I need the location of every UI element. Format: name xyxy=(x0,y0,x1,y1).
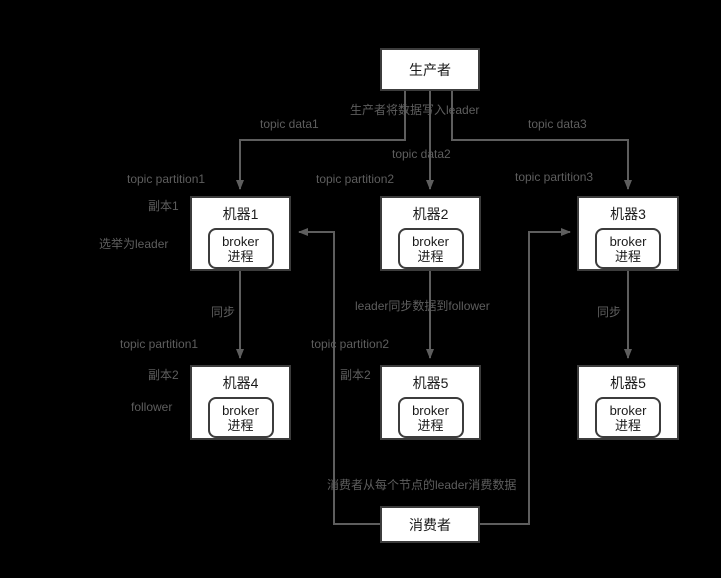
broker-process-line2: 进程 xyxy=(417,417,444,433)
broker-process-box: broker 进程 xyxy=(595,397,661,438)
broker-process-line1: broker xyxy=(609,402,647,418)
edge-label-elected-leader: 选举为leader xyxy=(99,237,169,251)
broker-node-machine5b[interactable]: 机器5 broker 进程 xyxy=(577,365,679,440)
edge-label-topic-partition1-bottom: topic partition1 xyxy=(120,337,199,351)
broker-process-line2: 进程 xyxy=(614,417,641,433)
edge-label-topic-data2: topic data2 xyxy=(392,147,451,161)
broker-process-line1: broker xyxy=(412,233,449,249)
edge-label-topic-data3: topic data3 xyxy=(528,117,587,131)
edge-label-replica1: 副本1 xyxy=(148,199,179,213)
broker-title: 机器3 xyxy=(610,206,646,222)
broker-node-machine4[interactable]: 机器4 broker 进程 xyxy=(190,365,291,440)
broker-process-box: broker 进程 xyxy=(397,228,464,269)
broker-node-machine3[interactable]: 机器3 broker 进程 xyxy=(577,196,679,271)
broker-title: 机器5 xyxy=(412,375,449,391)
broker-process-line2: 进程 xyxy=(614,248,641,264)
broker-process-line2: 进程 xyxy=(227,248,254,264)
broker-node-machine5[interactable]: 机器5 broker 进程 xyxy=(380,365,481,440)
broker-title: 机器5 xyxy=(610,375,646,391)
broker-title: 机器2 xyxy=(412,206,449,222)
edge-label-topic-partition3-top: topic partition3 xyxy=(515,170,594,184)
broker-process-box: broker 进程 xyxy=(207,228,274,269)
broker-title: 机器1 xyxy=(222,206,259,222)
edge-label-sync-right: 同步 xyxy=(597,305,622,319)
broker-process-box: broker 进程 xyxy=(207,397,274,438)
broker-process-line2: 进程 xyxy=(417,248,444,264)
broker-process-box: broker 进程 xyxy=(397,397,464,438)
producer-label: 生产者 xyxy=(409,61,451,78)
edge-label-topic-data1: topic data1 xyxy=(260,117,319,131)
edge-label-follower: follower xyxy=(131,400,173,414)
consumer-label: 消费者 xyxy=(409,516,451,533)
broker-process-line1: broker xyxy=(412,402,449,418)
broker-process-line1: broker xyxy=(222,402,259,418)
edge-label-replica2-left: 副本2 xyxy=(148,368,179,382)
broker-process-box: broker 进程 xyxy=(595,228,661,269)
edge-label-sync-left: 同步 xyxy=(211,305,236,319)
broker-process-line1: broker xyxy=(222,233,259,249)
edge-label-consumer-read: 消费者从每个节点的leader消费数据 xyxy=(327,478,517,492)
edge-label-topic-partition2-top: topic partition2 xyxy=(316,172,395,186)
consumer-node[interactable]: 消费者 xyxy=(380,506,480,543)
broker-node-machine2[interactable]: 机器2 broker 进程 xyxy=(380,196,481,271)
broker-title: 机器4 xyxy=(222,375,259,391)
edge-label-topic-partition2-bottom: topic partition2 xyxy=(311,337,390,351)
edge-label-replica2-middle: 副本2 xyxy=(340,368,371,382)
producer-node[interactable]: 生产者 xyxy=(380,48,480,91)
broker-process-line1: broker xyxy=(609,233,647,249)
broker-process-line2: 进程 xyxy=(227,417,254,433)
broker-node-machine1[interactable]: 机器1 broker 进程 xyxy=(190,196,291,271)
edge-label-topic-partition1-top: topic partition1 xyxy=(127,172,206,186)
edge-label-producer-write: 生产者将数据写入leader xyxy=(350,103,480,117)
edge-label-leader-sync-follower: leader同步数据到follower xyxy=(355,299,490,313)
